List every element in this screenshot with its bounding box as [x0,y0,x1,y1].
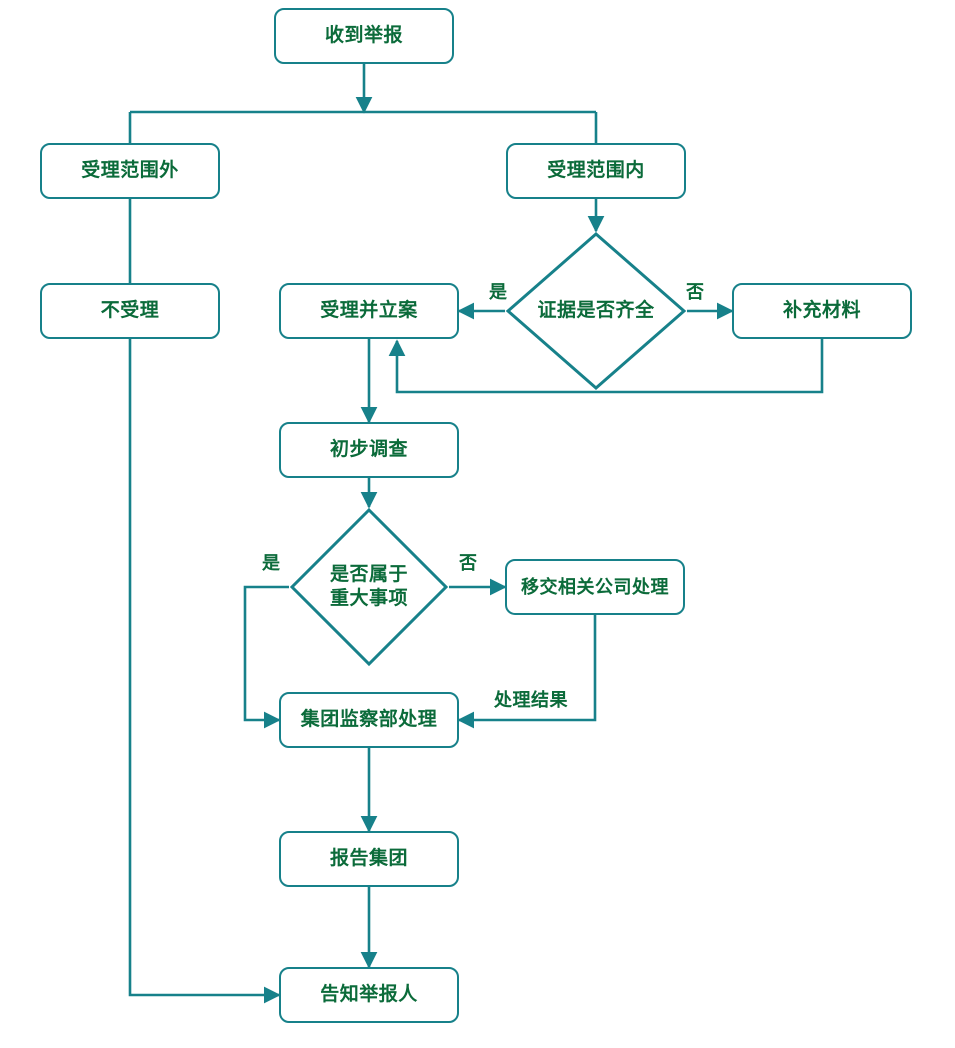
edge-label-no-evidence: 否 [684,278,707,304]
edge-n7-n6-return [388,339,824,394]
node-label: 报告集团 [329,848,408,870]
node-label: 证据是否齐全 [537,300,655,322]
edge-n9-n11-yes [243,585,289,729]
edge-label-no-major: 否 [457,549,480,575]
node-report-to-group[interactable]: 报告集团 [279,831,459,887]
node-label: 不受理 [100,300,160,322]
node-in-scope[interactable]: 受理范围内 [506,143,686,199]
edge-label-processing-result: 处理结果 [492,686,570,712]
node-label: 告知举报人 [320,984,418,1006]
edge-label-yes-evidence: 是 [487,278,510,304]
edge-n4-n13 [128,339,281,1004]
node-label: 是否属于 重大事项 [329,564,408,609]
node-label: 收到举报 [324,25,403,47]
node-transfer-to-company[interactable]: 移交相关公司处理 [505,559,685,615]
node-receive-report[interactable]: 收到举报 [274,8,454,64]
node-label: 集团监察部处理 [300,709,438,731]
edge-label-yes-major: 是 [260,549,283,575]
node-preliminary-investigation[interactable]: 初步调查 [279,422,459,478]
node-supplement-materials[interactable]: 补充材料 [732,283,912,339]
node-out-of-scope[interactable]: 受理范围外 [40,143,220,199]
node-label: 受理并立案 [320,300,418,322]
node-group-supervision-dept[interactable]: 集团监察部处理 [279,692,459,748]
node-major-matter-decision[interactable]: 是否属于 重大事项 [289,507,449,667]
diamond-shape [505,231,687,391]
node-accept-and-file[interactable]: 受理并立案 [279,283,459,339]
node-label: 移交相关公司处理 [521,576,669,597]
diamond-shape [289,507,449,667]
node-label: 受理范围内 [547,160,645,182]
node-label: 初步调查 [329,439,408,461]
node-label: 补充材料 [782,300,861,322]
edge-n10-n11-result [457,615,597,729]
node-not-accepted[interactable]: 不受理 [40,283,220,339]
node-label: 受理范围外 [81,160,179,182]
node-notify-reporter[interactable]: 告知举报人 [279,967,459,1023]
node-evidence-complete-decision[interactable]: 证据是否齐全 [505,231,687,391]
